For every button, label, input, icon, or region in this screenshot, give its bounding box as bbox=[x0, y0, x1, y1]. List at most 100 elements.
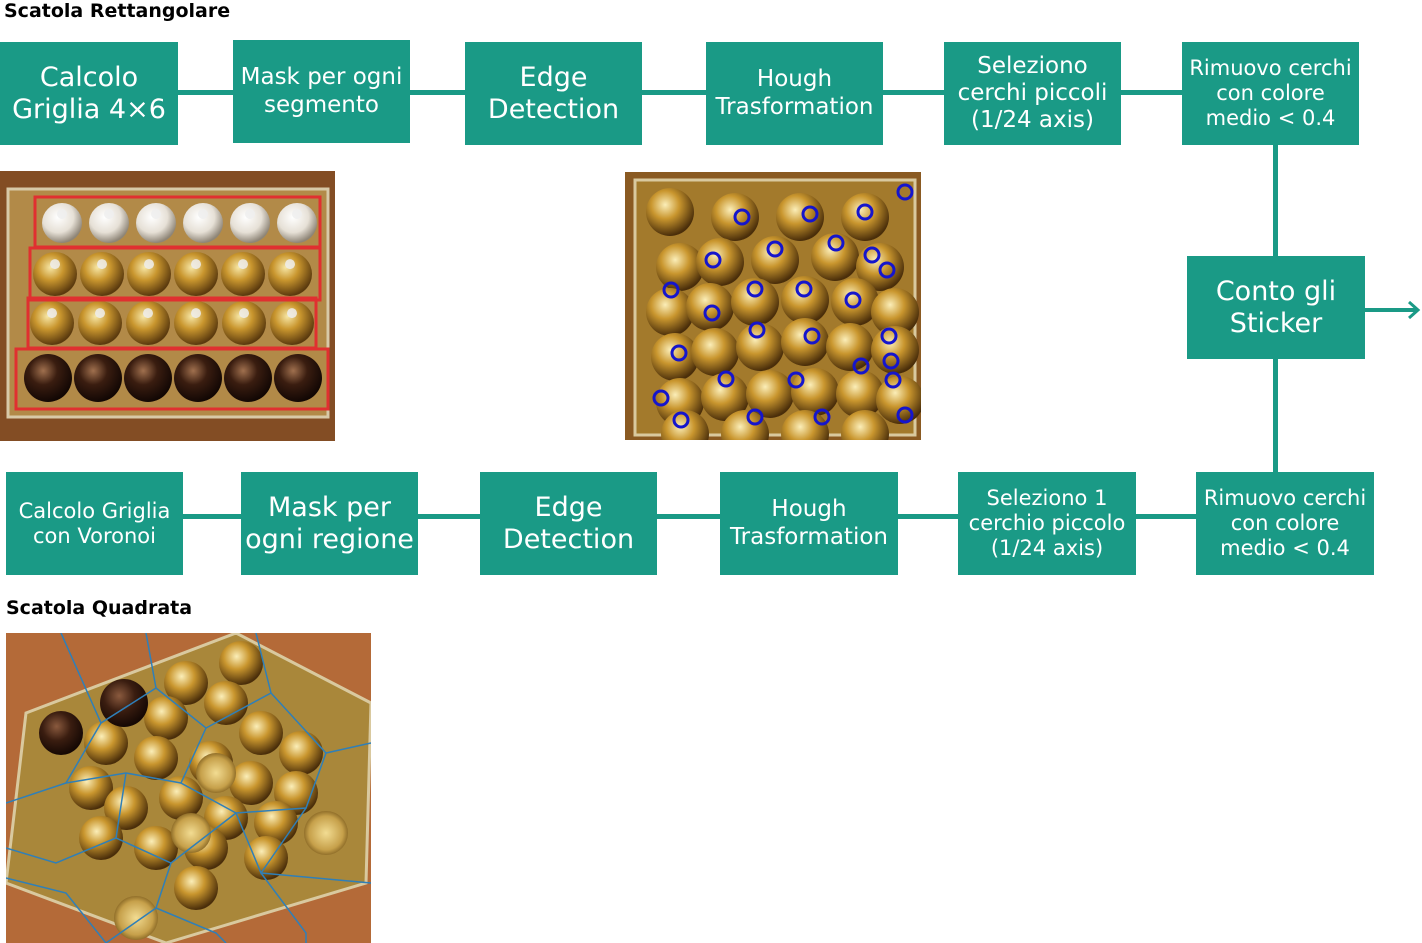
step-text: Hough bbox=[771, 496, 847, 523]
detected-circle bbox=[813, 408, 831, 426]
chocolate bbox=[159, 776, 203, 820]
sticker bbox=[143, 308, 153, 319]
title-scatola-quadrata: Scatola Quadrata bbox=[6, 597, 193, 619]
step-text: Detection bbox=[487, 93, 620, 125]
chocolate bbox=[279, 731, 323, 775]
step-text: (1/24 axis) bbox=[971, 107, 1094, 134]
chocolate bbox=[124, 354, 172, 402]
chocolate bbox=[646, 188, 694, 236]
detected-circle bbox=[670, 344, 688, 362]
step-text: con colore bbox=[1216, 81, 1325, 106]
detected-circle bbox=[852, 357, 870, 375]
chocolate bbox=[274, 354, 322, 402]
title-scatola-rettangolare: Scatola Rettangolare bbox=[4, 0, 231, 22]
step-text: cerchio piccolo bbox=[968, 511, 1126, 536]
chocolate bbox=[204, 681, 248, 725]
sticker bbox=[287, 308, 297, 319]
chocolate bbox=[104, 786, 148, 830]
photo-rect-box-grid bbox=[0, 171, 335, 441]
detected-circle bbox=[878, 261, 896, 279]
chocolate bbox=[836, 370, 884, 418]
step-text: medio < 0.4 bbox=[1220, 535, 1350, 560]
chocolate bbox=[746, 370, 794, 418]
sticker bbox=[50, 259, 60, 270]
step-text: cerchi piccoli bbox=[957, 79, 1108, 106]
detected-circle bbox=[882, 352, 900, 370]
chocolate bbox=[781, 318, 829, 366]
chocolate bbox=[134, 736, 178, 780]
chocolate bbox=[89, 203, 129, 243]
detected-circle bbox=[801, 205, 819, 223]
detected-circle bbox=[717, 370, 735, 388]
step-text: Griglia 4×6 bbox=[12, 93, 166, 125]
detected-circle bbox=[704, 251, 722, 269]
step-text: Edge bbox=[519, 61, 588, 93]
chocolate bbox=[841, 193, 889, 241]
detected-circle bbox=[863, 246, 881, 264]
detected-circle bbox=[827, 234, 845, 252]
sticker bbox=[191, 308, 201, 319]
chocolate bbox=[871, 288, 919, 336]
chocolate bbox=[811, 233, 859, 281]
detected-circle bbox=[856, 203, 874, 221]
chocolate bbox=[656, 243, 704, 291]
chocolate bbox=[174, 866, 218, 910]
sticker bbox=[95, 308, 105, 319]
empty-cup bbox=[196, 753, 236, 793]
chocolate bbox=[270, 301, 314, 345]
chocolate bbox=[691, 328, 739, 376]
step-text: Mask per ogni bbox=[240, 64, 403, 91]
chocolate bbox=[42, 203, 82, 243]
detected-circle bbox=[884, 371, 902, 389]
chocolate bbox=[78, 301, 122, 345]
chocolate bbox=[230, 203, 270, 243]
chocolate bbox=[74, 354, 122, 402]
sticker bbox=[47, 308, 57, 319]
chocolate bbox=[736, 323, 784, 371]
chocolate bbox=[244, 836, 288, 880]
chocolate bbox=[80, 252, 124, 296]
step-text: Detection bbox=[502, 523, 635, 555]
detected-circle bbox=[662, 281, 680, 299]
chocolate bbox=[731, 278, 779, 326]
chocolate bbox=[174, 301, 218, 345]
step-text: Rimuovo cerchi bbox=[1203, 486, 1367, 511]
chocolate bbox=[164, 661, 208, 705]
chocolate-dark bbox=[39, 711, 83, 755]
connector-bottom bbox=[180, 514, 1200, 519]
step-text: medio < 0.4 bbox=[1205, 105, 1336, 130]
detected-circle bbox=[746, 280, 764, 298]
photo-voronoi-box bbox=[6, 633, 371, 943]
detected-circle bbox=[703, 304, 721, 322]
step-text: Seleziono 1 bbox=[986, 486, 1108, 511]
connector-vertical-lower bbox=[1273, 355, 1278, 475]
detected-circle bbox=[787, 371, 805, 389]
step-text: con Voronoi bbox=[33, 523, 156, 548]
chocolate bbox=[254, 801, 298, 845]
output-arrow bbox=[1363, 300, 1421, 320]
chocolate bbox=[701, 373, 749, 421]
step-text: Trasformation bbox=[715, 93, 874, 120]
chocolate bbox=[277, 203, 317, 243]
connector-top bbox=[176, 90, 1186, 95]
detected-circle bbox=[672, 411, 690, 429]
step-text: Mask per bbox=[268, 491, 391, 523]
empty-cup bbox=[304, 811, 348, 855]
chocolate bbox=[751, 236, 799, 284]
detected-circle bbox=[803, 327, 821, 345]
photo-hough-circles bbox=[625, 172, 921, 440]
detected-circle bbox=[746, 408, 764, 426]
chocolate bbox=[33, 252, 77, 296]
chocolate bbox=[841, 410, 889, 440]
chocolate bbox=[174, 354, 222, 402]
chocolate bbox=[224, 354, 272, 402]
sticker bbox=[144, 259, 154, 270]
chocolate bbox=[831, 278, 879, 326]
chocolate bbox=[781, 410, 829, 440]
